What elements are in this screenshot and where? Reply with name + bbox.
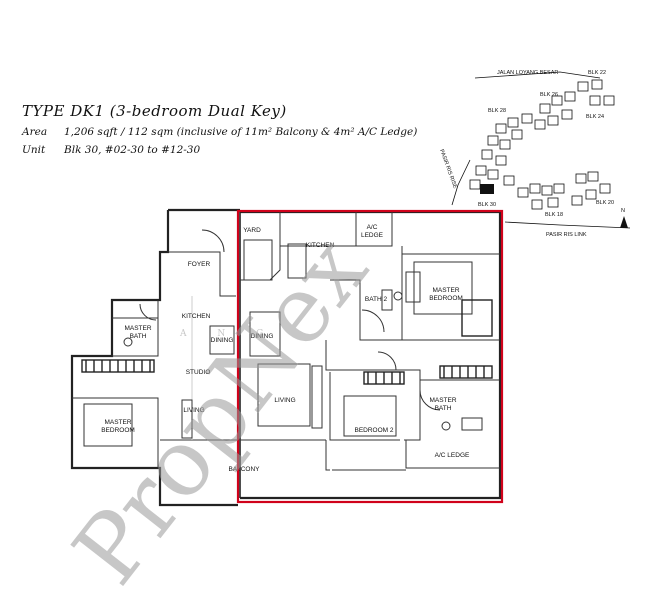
room-bedroom2: BEDROOM 2 — [354, 427, 393, 434]
area-value: 1,206 sqft / 112 sqm (inclusive of 11m² … — [64, 126, 418, 138]
room-kitchen-studio: KITCHEN — [182, 313, 211, 320]
wardrobes — [81, 299, 493, 385]
room-living-main: LIVING — [274, 397, 295, 404]
area-line: Area 1,206 sqft / 112 sqm (inclusive of 1… — [22, 126, 417, 138]
room-master-bath-studio-2: BATH — [130, 333, 147, 340]
room-master-bedroom-main-2: BEDROOM — [429, 295, 463, 302]
room-kitchen-main: KITCHEN — [306, 242, 335, 249]
room-yard: YARD — [243, 227, 261, 234]
room-living-studio: LIVING — [183, 407, 204, 414]
room-ac-ledge-top-2: LEDGE — [361, 232, 384, 239]
unit-label: Unit — [22, 144, 46, 156]
watermark-faint-text: A N G — [179, 329, 277, 339]
room-bath2: BATH 2 — [365, 296, 388, 303]
room-balcony: BALCONY — [228, 466, 260, 473]
label-blk24: BLK 24 — [586, 114, 604, 120]
unit-type-title: TYPE DK1 (3-bedroom Dual Key) — [22, 102, 287, 120]
svg-text:N: N — [621, 208, 625, 214]
unit-line: Unit Blk 30, #02-30 to #12-30 — [22, 144, 200, 156]
room-master-bedroom-studio-1: MASTER — [104, 419, 131, 426]
label-blk28: BLK 28 — [488, 108, 506, 114]
blk30-highlight — [480, 184, 494, 194]
label-blk18: BLK 18 — [545, 212, 563, 218]
room-dining-studio: DINING — [211, 337, 234, 344]
label-blk26: BLK 26 — [540, 92, 558, 98]
room-master-bath-main-2: BATH — [435, 405, 452, 412]
unit-highlight-box — [236, 209, 504, 504]
room-ac-ledge-top-1: A/C — [367, 224, 378, 231]
room-studio: STUDIO — [186, 369, 211, 376]
label-blk20: BLK 20 — [596, 200, 614, 206]
label-blk22: BLK 22 — [588, 70, 606, 76]
area-label: Area — [22, 126, 48, 138]
road-pasir-ris-link: PASIR RIS LINK — [546, 232, 587, 238]
label-blk30: BLK 30 — [478, 202, 496, 208]
room-foyer: FOYER — [188, 261, 211, 268]
room-dining-main: DINING — [251, 333, 274, 340]
north-arrow-icon: N — [620, 208, 628, 228]
road-jalan-loyang-besar: JALAN LOYANG BESAR — [497, 70, 558, 76]
room-master-bath-main-1: MASTER — [429, 397, 456, 404]
unit-value: Blk 30, #02-30 to #12-30 — [64, 144, 201, 156]
room-master-bath-studio-1: MASTER — [124, 325, 151, 332]
room-master-bedroom-studio-2: BEDROOM — [101, 427, 135, 434]
room-master-bedroom-main-1: MASTER — [432, 287, 459, 294]
room-ac-ledge-bottom: A/C LEDGE — [435, 452, 470, 459]
